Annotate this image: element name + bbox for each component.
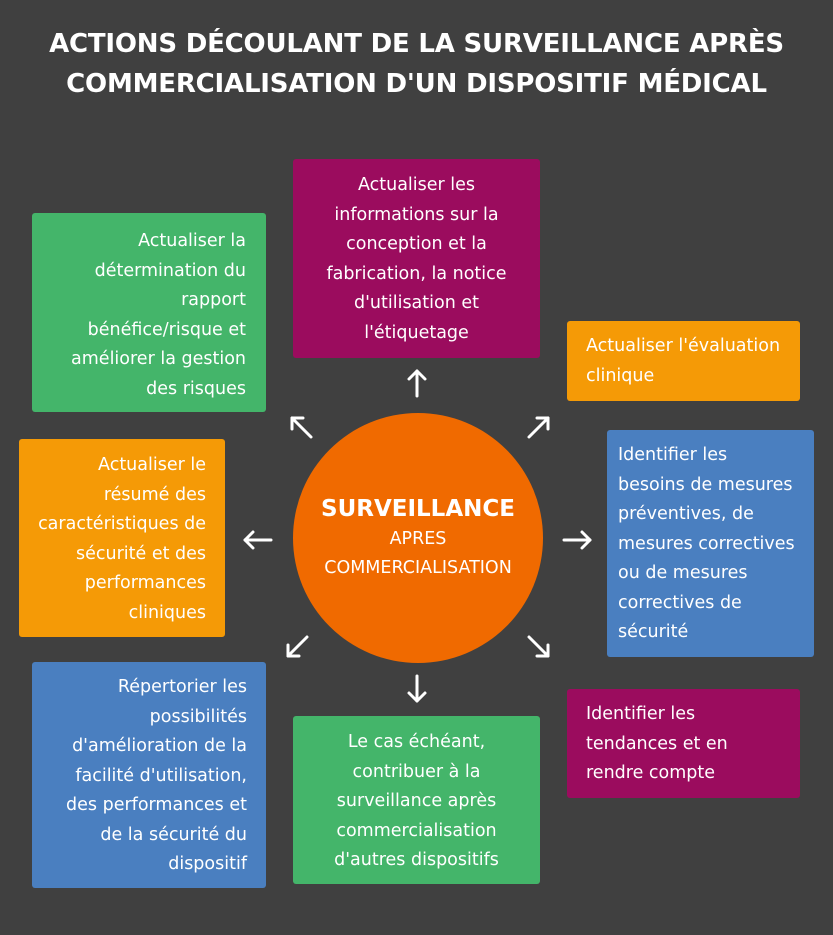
box-line: caractéristiques de bbox=[38, 514, 206, 534]
arrow-up-right-icon bbox=[527, 416, 550, 439]
box-line: détermination du bbox=[94, 260, 246, 281]
box-list-improvements: Répertorier les possibilités d'améliorat… bbox=[32, 662, 266, 888]
box-contribute-other-devices: Le cas échéant, contribuer à la surveill… bbox=[293, 716, 540, 884]
box-line: des performances et bbox=[66, 795, 247, 815]
box-line: préventives, de bbox=[618, 504, 754, 524]
box-line: Répertorier les bbox=[117, 677, 247, 697]
box-line: cliniques bbox=[128, 602, 206, 623]
box-line: Actualiser la bbox=[138, 231, 246, 251]
box-line: possibilités bbox=[149, 706, 247, 727]
arrow-down-left-icon bbox=[286, 635, 309, 658]
arrow-up-icon bbox=[407, 369, 427, 398]
arrow-up-left-icon bbox=[290, 416, 313, 439]
box-line: contribuer à la bbox=[352, 761, 481, 782]
box-line: besoins de mesures bbox=[618, 474, 793, 495]
box-line: Le cas échéant, bbox=[347, 732, 486, 752]
box-line: correctives de bbox=[618, 592, 742, 613]
box-line: améliorer la gestion bbox=[71, 349, 246, 369]
box-update-safety-summary: Actualiser le résumé des caractéristique… bbox=[19, 439, 225, 637]
box-line: commercialisation bbox=[336, 820, 497, 841]
box-line: d'utilisation et bbox=[353, 293, 479, 313]
box-line: facilité d'utilisation, bbox=[75, 765, 247, 786]
box-line: dispositif bbox=[168, 854, 247, 874]
center-line-1: APRES bbox=[389, 529, 447, 549]
box-line: informations sur la bbox=[334, 204, 499, 225]
box-line: de la sécurité du bbox=[100, 824, 247, 845]
box-line: rapport bbox=[181, 290, 246, 310]
box-update-design-info: Actualiser les informations sur la conce… bbox=[293, 159, 540, 358]
box-line: conception et la bbox=[346, 234, 487, 254]
box-line: Actualiser le bbox=[98, 455, 206, 475]
box-update-benefit-risk: Actualiser la détermination du rapport b… bbox=[32, 213, 266, 412]
box-line: tendances et en bbox=[586, 733, 728, 754]
box-identify-corrective-measures: Identifier les besoins de mesures préven… bbox=[607, 430, 814, 657]
arrow-right-icon bbox=[562, 530, 592, 550]
center-circle: SURVEILLANCE APRES COMMERCIALISATION bbox=[293, 413, 543, 663]
box-line: performances bbox=[84, 573, 206, 593]
box-line: d'autres dispositifs bbox=[334, 850, 499, 870]
box-line: d'amélioration de la bbox=[72, 736, 247, 756]
box-line: surveillance après bbox=[336, 791, 497, 811]
arrow-left-icon bbox=[243, 530, 273, 550]
arrow-down-right-icon bbox=[527, 635, 550, 658]
box-line: Actualiser les bbox=[357, 175, 476, 195]
center-line-2: COMMERCIALISATION bbox=[324, 558, 512, 578]
box-line: l'étiquetage bbox=[364, 322, 469, 343]
box-line: clinique bbox=[586, 365, 655, 386]
box-line: mesures correctives bbox=[618, 533, 795, 554]
arrow-down-icon bbox=[407, 674, 427, 703]
title-line-2: COMMERCIALISATION D'UN DISPOSITIF MÉDICA… bbox=[66, 69, 767, 99]
box-line: des risques bbox=[146, 378, 246, 399]
box-identify-trends: Identifier les tendances et en rendre co… bbox=[567, 689, 800, 798]
box-line: Identifier les bbox=[586, 704, 696, 724]
box-update-clinical-evaluation: Actualiser l'évaluation clinique bbox=[567, 321, 800, 401]
box-line: bénéfice/risque et bbox=[87, 319, 246, 340]
box-line: sécurité bbox=[618, 622, 689, 642]
title-line-1: ACTIONS DÉCOULANT DE LA SURVEILLANCE APR… bbox=[49, 29, 784, 59]
box-line: Identifier les bbox=[618, 445, 728, 465]
page-title: ACTIONS DÉCOULANT DE LA SURVEILLANCE APR… bbox=[0, 24, 833, 104]
box-line: Actualiser l'évaluation bbox=[586, 336, 781, 356]
box-line: sécurité et des bbox=[75, 543, 206, 564]
box-line: rendre compte bbox=[586, 763, 716, 783]
box-line: fabrication, la notice bbox=[326, 263, 507, 284]
box-line: ou de mesures bbox=[618, 563, 748, 583]
center-heading: SURVEILLANCE bbox=[321, 496, 515, 522]
box-line: résumé des bbox=[103, 484, 206, 505]
